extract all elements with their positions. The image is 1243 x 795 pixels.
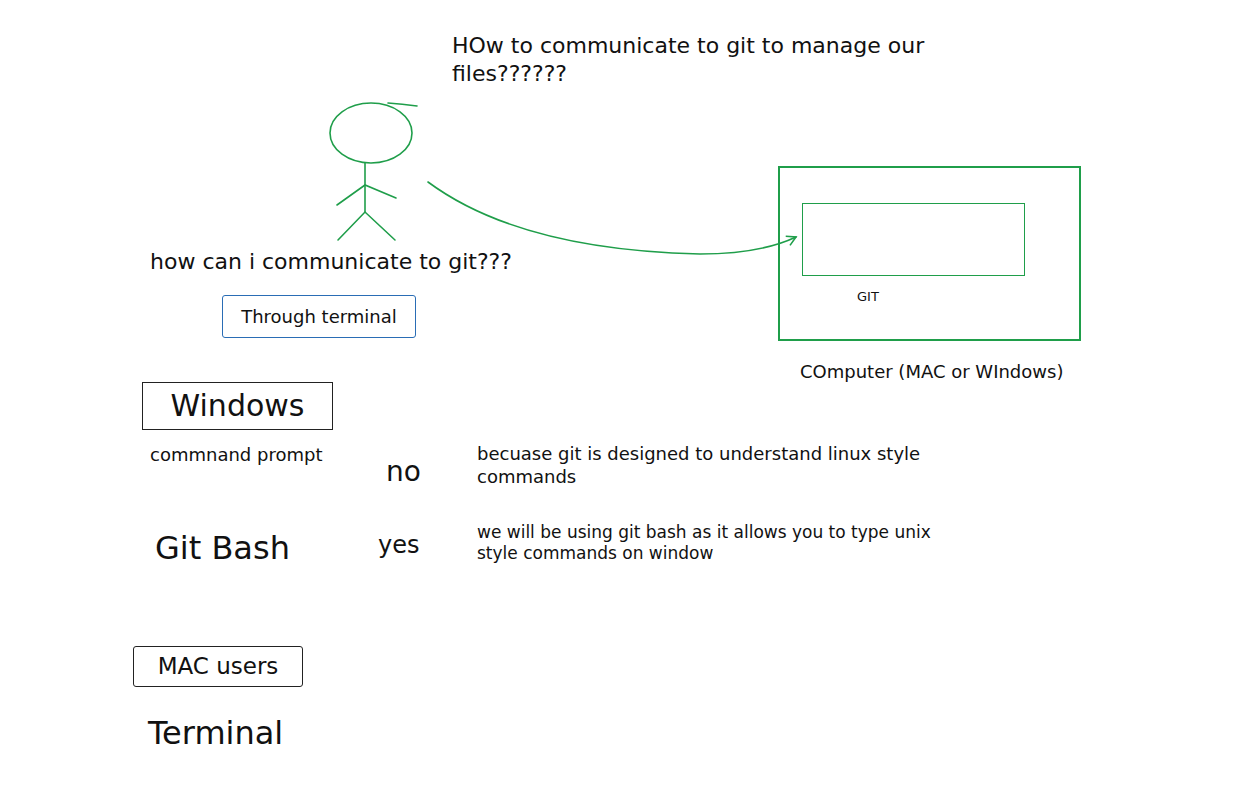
- box-text: Windows: [171, 388, 305, 424]
- option-label: Terminal: [148, 713, 283, 753]
- terminal-box: Through terminal: [222, 295, 416, 338]
- box-heading: GIT: [857, 289, 879, 305]
- box-heading: COmputer (MAC or WIndows): [800, 361, 1063, 383]
- box-text: Through terminal: [241, 306, 397, 328]
- os-box: Windows: [142, 382, 333, 430]
- os-box: MAC users: [133, 646, 303, 687]
- note-label: becuase git is designed to understand li…: [477, 443, 972, 488]
- note-label: we will be using git bash as it allows y…: [477, 522, 962, 565]
- option-label: Git Bash: [155, 528, 290, 568]
- box-text: MAC users: [158, 653, 279, 681]
- option-label: commnand prompt: [150, 444, 322, 467]
- answer-label: no: [386, 454, 421, 489]
- question-label: how can i communicate to git???: [150, 248, 512, 276]
- git-box: GIT: [802, 203, 1025, 276]
- title-question: HOw to communicate to git to manage our …: [452, 32, 972, 87]
- computer-box: COmputer (MAC or WIndows)GIT: [778, 166, 1081, 341]
- answer-label: yes: [378, 530, 419, 560]
